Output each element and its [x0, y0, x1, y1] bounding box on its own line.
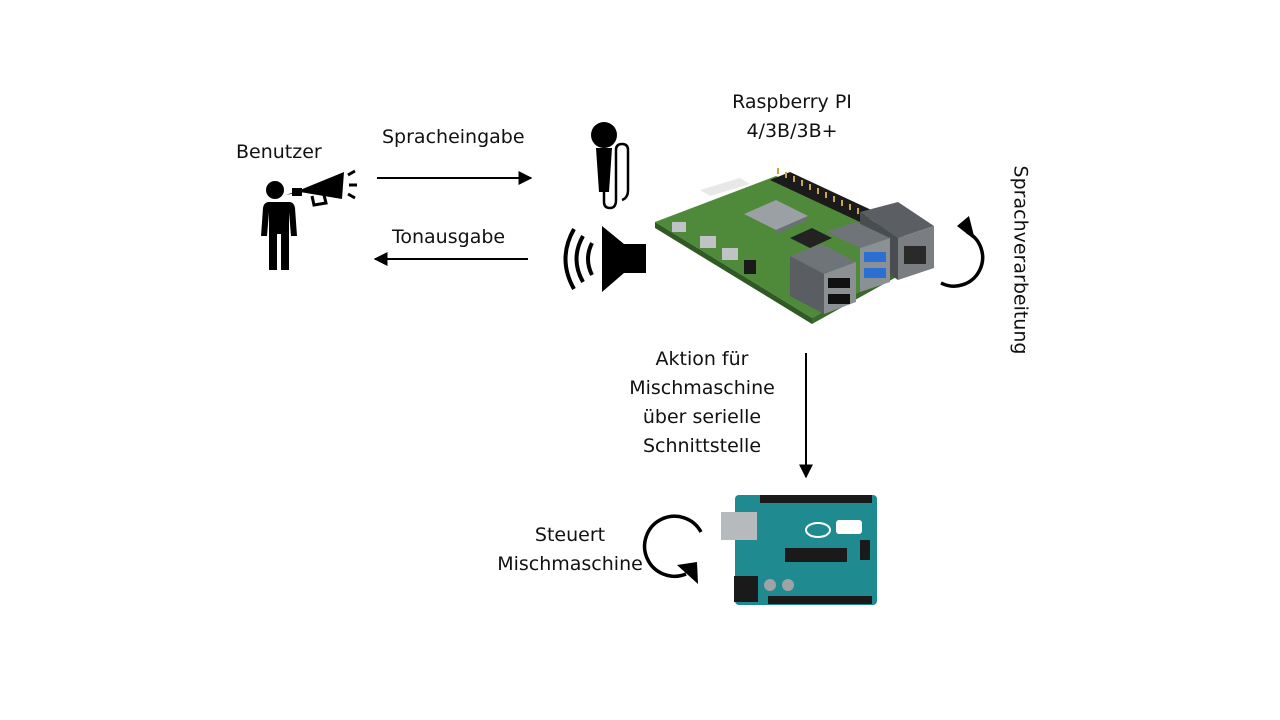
microphone-icon — [591, 122, 630, 210]
action-label-line: Mischmaschine — [629, 377, 775, 399]
action-label-line: Aktion für — [655, 348, 749, 370]
controls-label: Steuert Mischmaschine — [490, 521, 650, 579]
controls-label-line: Steuert — [534, 524, 606, 546]
speech-input-label: Spracheingabe — [382, 126, 525, 148]
raspberry-label-line: 4/3B/3B+ — [746, 120, 838, 142]
audio-output-label: Tonausgabe — [392, 226, 506, 248]
person-megaphone-icon — [261, 169, 357, 270]
user-label: Benutzer — [236, 141, 322, 163]
controls-label-line: Mischmaschine — [497, 553, 643, 575]
action-label-line: über serielle — [642, 406, 762, 428]
speaker-icon — [563, 226, 646, 292]
raspberry-label: Raspberry PI 4/3B/3B+ — [731, 88, 853, 146]
rotate-arrow-icon — [642, 514, 703, 584]
raspberry-label-line: Raspberry PI — [732, 91, 852, 113]
raspberry-pi-board-image — [655, 168, 934, 324]
rotate-arrow-icon — [940, 216, 985, 288]
action-label-line: Schnittstelle — [642, 435, 762, 457]
action-label: Aktion für Mischmaschine über serielle S… — [617, 345, 787, 461]
arduino-uno-board-image — [721, 495, 877, 605]
